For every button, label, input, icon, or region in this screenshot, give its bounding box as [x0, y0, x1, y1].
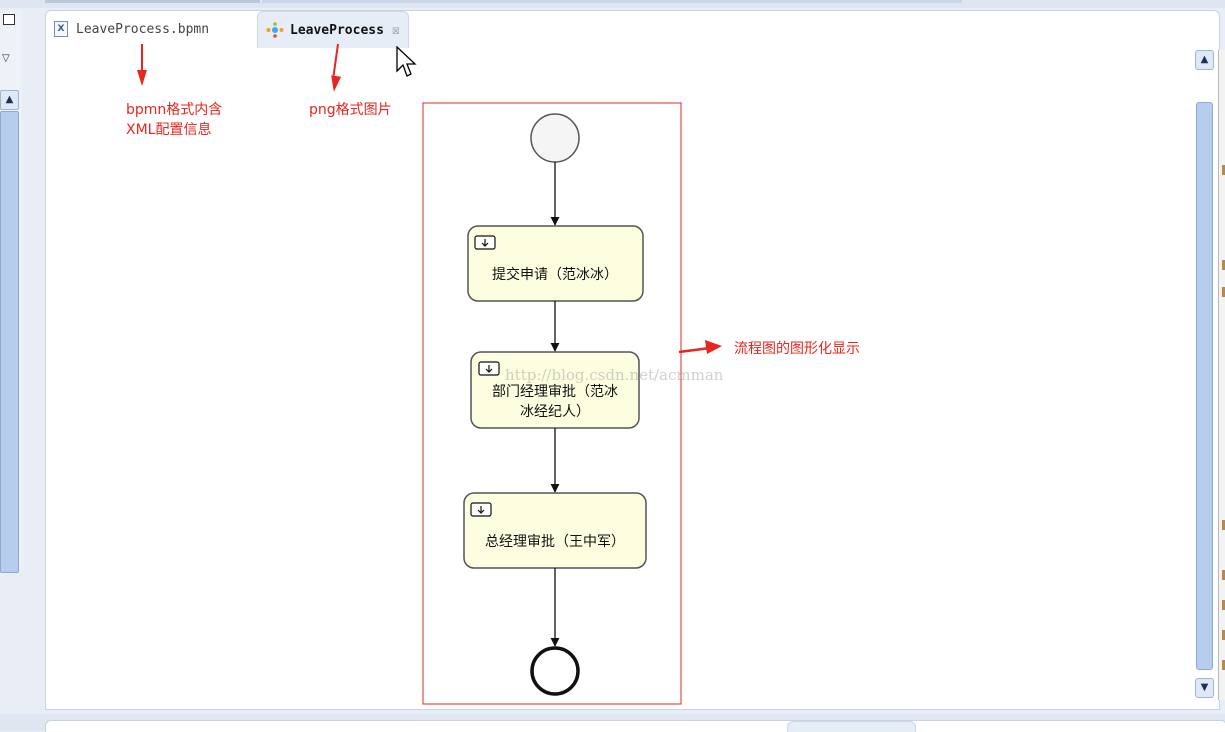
scroll-down-button[interactable]: ▼: [1195, 678, 1214, 698]
task-general-manager-approval: 总经理审批（王中军）: [463, 492, 647, 569]
annotation-arrow-diagram: [705, 340, 722, 354]
xml-file-icon: X: [54, 21, 68, 37]
restore-icon[interactable]: [3, 14, 15, 25]
annotation-png: png格式图片: [309, 102, 392, 118]
view-menu-icon[interactable]: ▽: [2, 53, 10, 64]
task-department-approval: 部门经理审批（范冰 冰经纪人）: [470, 351, 640, 429]
task-label: 总经理审批（王中军）: [485, 534, 625, 550]
task-submit-request: 提交申请（范冰冰）: [467, 225, 644, 302]
tab-label: LeaveProcess: [290, 22, 384, 38]
scroll-up-button[interactable]: ▲: [1195, 50, 1214, 70]
scroll-up-button[interactable]: ▲: [0, 90, 19, 110]
left-minimized-panel: ▽ ▲: [0, 10, 22, 573]
right-panel-edge: [1218, 50, 1225, 700]
close-tab-icon[interactable]: ☒: [391, 22, 400, 38]
task-label: 提交申请（范冰冰）: [492, 266, 618, 283]
task-label-line1: 部门经理审批（范冰: [492, 383, 618, 400]
watermark: http://blog.csdn.net/acmman: [505, 366, 724, 384]
vertical-scrollbar[interactable]: ▲ ▼: [1195, 50, 1214, 700]
tab-leaveprocess-image[interactable]: LeaveProcess ☒: [257, 11, 409, 48]
annotation-arrow-shaft: [141, 44, 143, 70]
diagram-highlight-box: [422, 102, 682, 705]
scrollbar-thumb[interactable]: [0, 111, 19, 573]
task-label-line2: 冰经纪人）: [520, 404, 590, 420]
mouse-cursor-icon: [396, 46, 417, 77]
annotation-diagram: 流程图的图形化显示: [734, 341, 860, 357]
tab-label: LeaveProcess.bpmn: [76, 21, 210, 37]
bottom-panel-tab[interactable]: [787, 721, 916, 732]
process-diagram-icon: [266, 22, 284, 38]
end-event: [530, 646, 580, 696]
top-strip: [0, 0, 1225, 8]
start-event: [530, 113, 580, 163]
tab-leaveprocess-bpmn[interactable]: X LeaveProcess.bpmn: [54, 11, 209, 47]
annotation-bpmn: bpmn格式内含 XML配置信息: [126, 102, 223, 138]
annotation-arrow-bpmn: [137, 70, 147, 86]
bottom-panel-strip: [0, 714, 1225, 732]
scrollbar-thumb[interactable]: [1196, 102, 1213, 670]
